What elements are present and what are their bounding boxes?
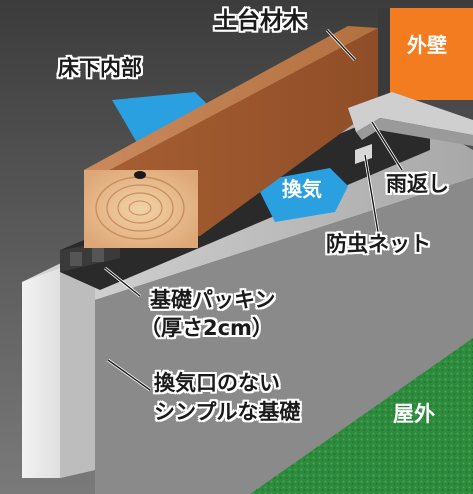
label-gaiheki: 外壁 [407,33,447,57]
packing-slot [70,252,82,266]
rain-guard [348,92,473,135]
label-packing-1: 基礎パッキン [150,288,276,312]
label-kiso-1: 換気口のない [154,371,280,395]
timber-end-grain [84,170,198,248]
foundation-end-side [60,268,95,478]
insect-net [355,144,372,164]
airflow-arrow-lower [255,168,348,222]
label-kiso-2: シンプルな基礎 [154,400,301,424]
label-boumushi: 防虫ネット [326,232,431,256]
lawn [250,338,473,494]
exterior-wall [388,8,473,100]
label-dodai: 土台材木 [214,8,306,34]
label-packing-2: （厚さ2cm） [140,316,273,340]
timber-top [84,26,378,176]
label-yukashita: 床下内部 [58,56,142,80]
label-okugai: 屋外 [393,402,435,426]
packing-slot [92,248,104,262]
label-amagaeshi: 雨返し [386,172,449,196]
label-kanki: 換気 [282,177,322,201]
anchor-bolt-hole [134,171,146,179]
